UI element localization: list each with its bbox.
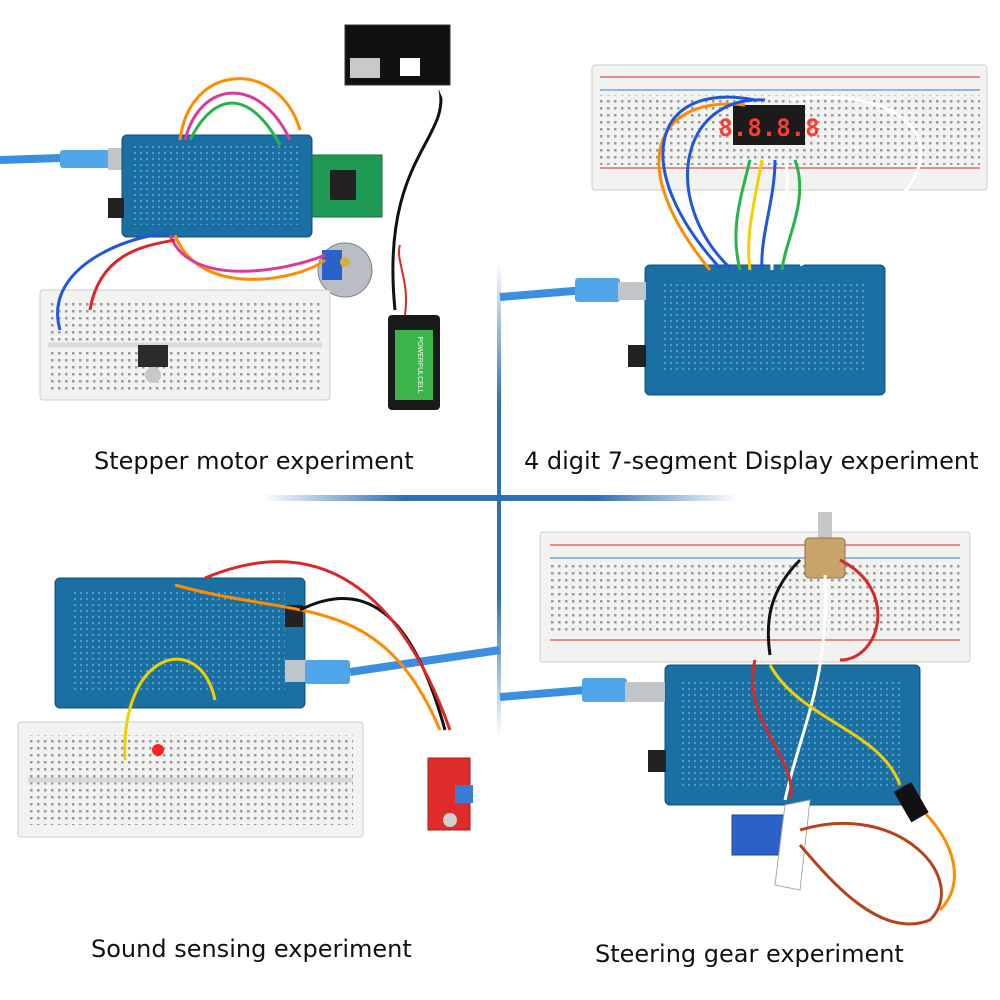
servo-motor — [731, 799, 811, 891]
seven-segment-display: 8.8.8.8 — [718, 105, 820, 145]
stepper-driver-board — [311, 154, 383, 218]
usb-cable — [0, 154, 61, 164]
potentiometer — [804, 512, 846, 579]
mega-board — [54, 577, 306, 709]
red-led — [152, 744, 164, 756]
sound-sensor-module — [427, 757, 473, 831]
mega-board — [108, 134, 313, 238]
caption-seven-segment: 4 digit 7-segment Display experiment — [524, 447, 979, 475]
breadboard — [39, 289, 331, 401]
breadboard — [17, 721, 364, 838]
battery-9v: POWERFULCELL — [388, 315, 440, 410]
potentiometer — [138, 345, 168, 383]
caption-stepper-motor: Stepper motor experiment — [94, 447, 414, 475]
mega-board — [648, 664, 921, 806]
caption-sound-sensing: Sound sensing experiment — [91, 935, 412, 963]
horizontal-divider — [262, 495, 738, 501]
stepper-motor — [317, 242, 373, 298]
breadboard — [539, 531, 971, 663]
mega-board — [628, 264, 886, 396]
caption-steering-gear: Steering gear experiment — [595, 940, 904, 968]
display-digits: 8.8.8.8 — [718, 114, 819, 142]
usb-cable — [499, 286, 586, 301]
seven-segment-scene: 8.8.8.8 — [499, 64, 988, 396]
usb-plug — [60, 150, 110, 168]
stepper-motor-scene: POWERFULCELL — [0, 24, 451, 410]
usb-cable — [349, 646, 501, 676]
usb-cable — [499, 686, 586, 701]
sound-sensing-scene — [17, 560, 501, 838]
steering-gear-scene — [499, 512, 971, 926]
power-module — [344, 24, 451, 86]
battery-label: POWERFULCELL — [416, 336, 423, 393]
